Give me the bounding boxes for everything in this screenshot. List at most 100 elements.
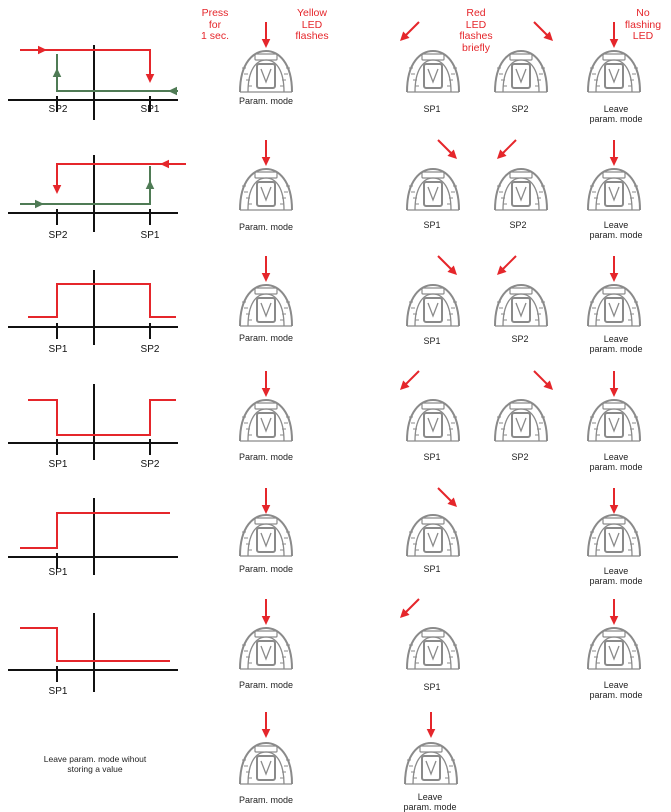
arrowhead xyxy=(35,199,44,209)
red-arrow-icon xyxy=(609,22,619,48)
device-caption-leave: Leave param. mode xyxy=(572,680,660,700)
device-dome xyxy=(406,167,460,211)
device-dome xyxy=(404,741,458,785)
arrow-tip xyxy=(609,616,619,625)
device-button xyxy=(511,181,531,207)
device-cap xyxy=(602,402,626,410)
device-caption: Param. mode xyxy=(238,222,294,232)
arrow-tip xyxy=(447,497,457,507)
device-button-glyph xyxy=(260,302,272,318)
sensor-button-icon xyxy=(587,626,641,670)
arrow-shaft xyxy=(405,598,420,613)
arrow-shaft xyxy=(502,139,517,154)
arrow-tip xyxy=(261,729,271,738)
device-button xyxy=(604,297,624,323)
device-cap xyxy=(509,171,533,179)
arrow-shaft xyxy=(437,139,452,154)
red-arrow-icon xyxy=(609,371,619,397)
device-button xyxy=(256,640,276,666)
device-cap xyxy=(254,171,278,179)
axis-label: SP2 xyxy=(48,104,68,115)
device-cap xyxy=(254,517,278,525)
device-button-glyph xyxy=(427,302,439,318)
device-dome xyxy=(587,398,641,442)
header-red-led: Red LED flashes briefly xyxy=(448,7,504,54)
sensor-button-icon xyxy=(239,741,293,785)
arrow-shaft xyxy=(437,487,452,502)
red-arrow-icon xyxy=(261,488,271,514)
device-button-glyph xyxy=(608,302,620,318)
red-arrow-icon xyxy=(437,255,457,275)
device-dome xyxy=(406,626,460,670)
device-cap xyxy=(421,53,445,61)
device-button xyxy=(256,527,276,553)
header-red-line3: flashes xyxy=(459,30,493,42)
device-button xyxy=(604,640,624,666)
arrow-tip xyxy=(543,380,553,390)
device-button-glyph xyxy=(515,186,527,202)
device-button-glyph xyxy=(608,417,620,433)
arrowhead xyxy=(160,159,169,169)
device-dome xyxy=(239,283,293,327)
arrow-tip xyxy=(261,505,271,514)
header-yellow-line2: LED xyxy=(301,18,323,31)
header-press-line1: Press xyxy=(201,7,229,19)
device-dome xyxy=(406,398,460,442)
red-arrow-icon xyxy=(400,21,420,41)
arrow-tip xyxy=(497,149,507,159)
header-press: Press for 1 sec. xyxy=(196,7,234,43)
device-button-glyph xyxy=(515,302,527,318)
device-button-glyph xyxy=(608,532,620,548)
sensor-button-icon xyxy=(406,283,460,327)
arrowhead xyxy=(145,74,155,83)
red-arrow-icon xyxy=(261,371,271,397)
device-dome xyxy=(494,398,548,442)
device-dome xyxy=(587,49,641,93)
device-dome xyxy=(406,283,460,327)
device-button xyxy=(511,297,531,323)
device-cap xyxy=(254,53,278,61)
device-dome xyxy=(239,398,293,442)
device-button-glyph xyxy=(427,186,439,202)
device-caption: SP1 xyxy=(423,336,441,346)
device-cap xyxy=(602,287,626,295)
arrow-shaft xyxy=(437,255,452,270)
leave-line1: Leave xyxy=(603,452,629,462)
header-red-line1: Red xyxy=(466,7,486,19)
device-button-glyph xyxy=(425,760,437,776)
signal-red xyxy=(20,512,170,549)
header-yellow-led: Yellow LED flashes xyxy=(286,7,338,43)
axis-label: SP1 xyxy=(48,459,68,470)
signal-red xyxy=(28,399,176,436)
device-dome xyxy=(587,283,641,327)
device-button-glyph xyxy=(515,417,527,433)
device-cap xyxy=(421,630,445,638)
device-caption: Param. mode xyxy=(238,795,294,805)
arrowhead xyxy=(168,86,177,96)
device-caption-leave: Leave param. mode xyxy=(572,104,660,124)
device-cap xyxy=(602,53,626,61)
arrow-tip xyxy=(261,616,271,625)
device-dome xyxy=(239,167,293,211)
device-caption: SP1 xyxy=(423,452,441,462)
device-dome xyxy=(587,513,641,557)
leave-line1: Leave xyxy=(603,566,629,576)
device-caption: SP2 xyxy=(511,334,529,344)
device-cap xyxy=(421,517,445,525)
leave-line2: param. mode xyxy=(589,576,643,586)
sensor-button-icon xyxy=(406,513,460,557)
arrow-tip xyxy=(609,273,619,282)
device-cap xyxy=(254,402,278,410)
red-arrow-icon xyxy=(437,487,457,507)
header-press-line3: 1 sec. xyxy=(200,30,229,42)
arrow-tip xyxy=(447,149,457,159)
sensor-button-icon xyxy=(406,626,460,670)
red-arrow-icon xyxy=(609,599,619,625)
red-arrow-icon xyxy=(533,370,553,390)
leave-line1: Leave xyxy=(603,334,629,344)
header-red-line2: LED xyxy=(465,18,487,31)
arrowhead xyxy=(52,68,62,77)
device-dome xyxy=(239,741,293,785)
leave-line2: param. mode xyxy=(589,114,643,124)
